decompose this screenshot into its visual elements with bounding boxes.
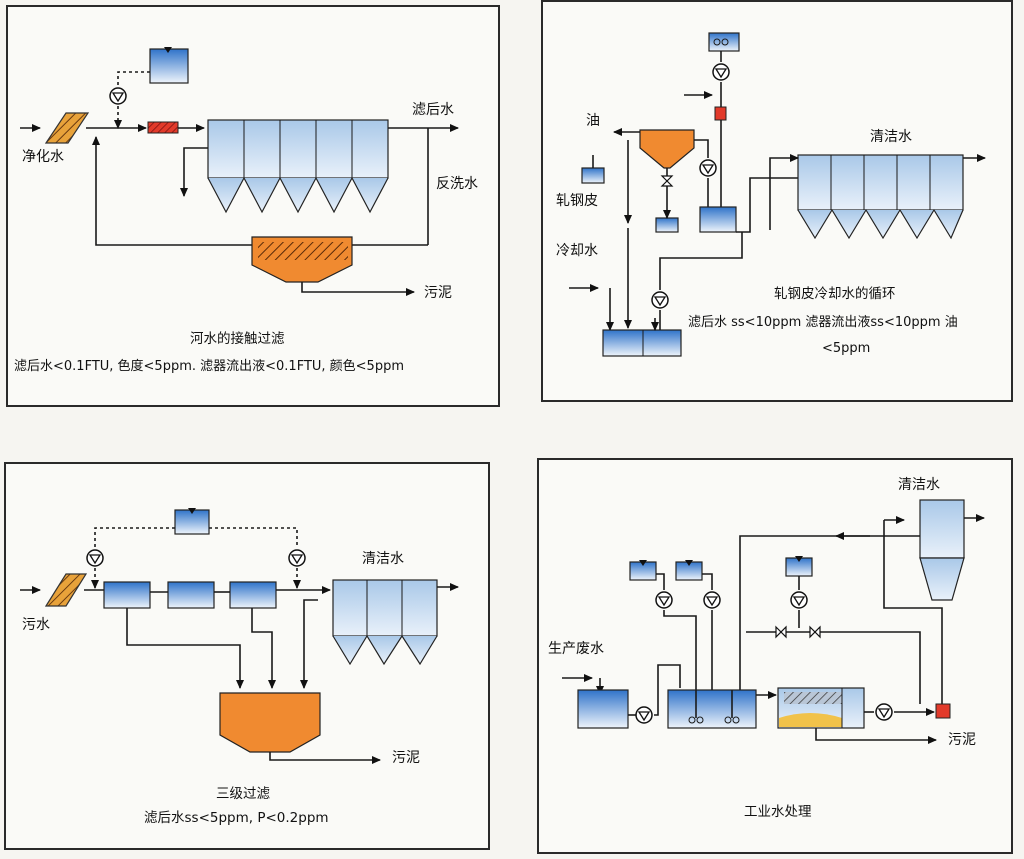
label-production-waste-water: 生产废水 bbox=[548, 641, 604, 657]
label-backwash-water: 反洗水 bbox=[436, 176, 478, 192]
caption-title: 轧钢皮冷却水的循环 bbox=[774, 286, 896, 302]
panel-tertiary-filtration bbox=[4, 462, 490, 850]
clarifier-column bbox=[919, 499, 965, 601]
label-sludge: 污泥 bbox=[948, 732, 976, 748]
pump-icon bbox=[712, 63, 730, 81]
mixer-icon bbox=[688, 690, 740, 724]
label-clean-water: 清洁水 bbox=[898, 477, 940, 493]
industrial-treatment-schematic bbox=[562, 499, 985, 744]
label-waste-water: 污水 bbox=[22, 617, 50, 633]
pump-icon bbox=[288, 549, 306, 567]
label-mill-scale: 轧钢皮 bbox=[556, 193, 598, 209]
pump-icon bbox=[635, 706, 653, 724]
filter-bank bbox=[797, 154, 964, 240]
pump-icon bbox=[790, 591, 808, 609]
label-oil: 油 bbox=[586, 113, 600, 129]
tertiary-filtration-schematic bbox=[20, 508, 459, 764]
label-cooling-water: 冷却水 bbox=[556, 243, 598, 259]
panel-river-filtration bbox=[6, 5, 500, 407]
pump-icon bbox=[86, 549, 104, 567]
valve-icon bbox=[809, 625, 821, 639]
valve-icon bbox=[775, 625, 787, 639]
screen-icon bbox=[44, 112, 90, 144]
dosing-tank bbox=[149, 48, 189, 84]
valve-icon bbox=[935, 703, 951, 719]
sump-tank bbox=[602, 329, 682, 357]
caption-spec: 滤后水<0.1FTU, 色度<5ppm. 滤器流出液<0.1FTU, 颜色<5p… bbox=[14, 359, 405, 374]
caption-spec-line1: 滤后水 ss<10ppm 滤器流出液ss<10ppm 油 bbox=[688, 315, 958, 330]
pump-icon bbox=[655, 591, 673, 609]
filter-bank bbox=[207, 119, 389, 214]
label-purified-water: 净化水 bbox=[22, 149, 64, 165]
valve-icon bbox=[714, 106, 727, 121]
river-filtration-schematic bbox=[20, 47, 459, 296]
pump-icon bbox=[699, 159, 717, 177]
scale-cooling-schematic bbox=[569, 32, 986, 357]
caption-title: 工业水处理 bbox=[744, 804, 812, 820]
pump-icon bbox=[875, 703, 893, 721]
filter-bank bbox=[332, 579, 438, 666]
pump-icon bbox=[651, 291, 669, 309]
settler-tank bbox=[219, 692, 321, 753]
caption-spec-line2: <5ppm bbox=[822, 341, 871, 356]
label-clean-water: 清洁水 bbox=[870, 129, 912, 145]
pump-icon bbox=[703, 591, 721, 609]
screen-icon bbox=[44, 573, 88, 607]
label-sludge: 污泥 bbox=[392, 750, 420, 766]
pump-icon bbox=[109, 87, 127, 105]
caption-title: 三级过滤 bbox=[216, 786, 270, 802]
collection-tank bbox=[699, 206, 737, 233]
oil-separator bbox=[639, 129, 695, 169]
label-clean-water: 清洁水 bbox=[362, 551, 404, 567]
caption-title: 河水的接触过滤 bbox=[190, 331, 285, 347]
caption-spec: 滤后水ss<5ppm, P<0.2ppm bbox=[144, 810, 329, 826]
reaction-tank bbox=[667, 689, 757, 729]
inline-mixer-icon bbox=[147, 121, 179, 134]
label-sludge: 污泥 bbox=[424, 285, 452, 301]
label-filtered-water: 滤后水 bbox=[412, 102, 454, 118]
